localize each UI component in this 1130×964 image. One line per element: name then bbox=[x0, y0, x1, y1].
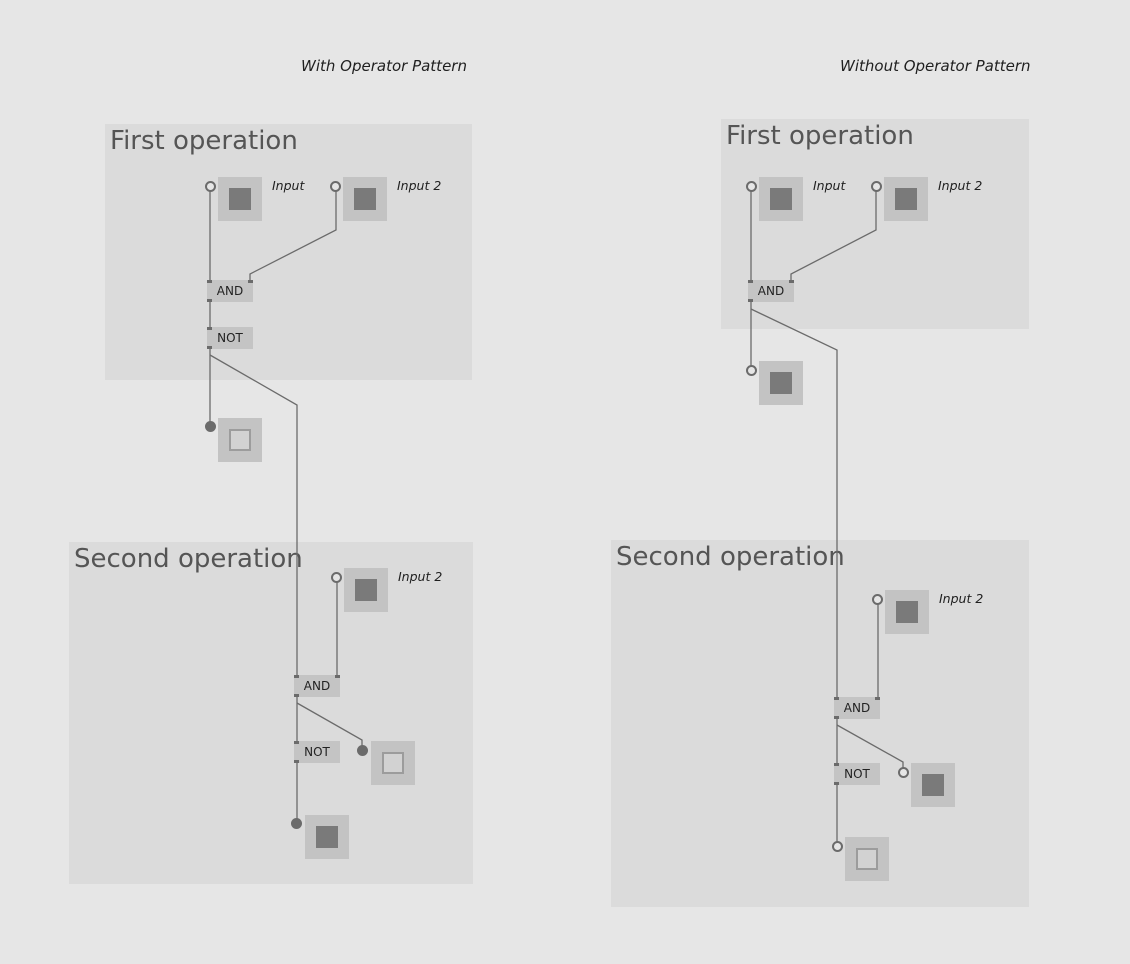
right-second-input2-label: Input 2 bbox=[939, 591, 984, 606]
left-first-output-port[interactable] bbox=[205, 421, 216, 432]
right-second-operation-group[interactable]: Second operation bbox=[611, 540, 1029, 907]
right-second-operation-title: Second operation bbox=[616, 542, 845, 572]
left-input2-port[interactable] bbox=[330, 181, 341, 192]
left-second-side-indicator bbox=[382, 752, 404, 774]
wire-left-not-to-second-and bbox=[209, 354, 298, 676]
right-second-not-gate[interactable]: NOT bbox=[834, 763, 880, 785]
left-input2-label: Input 2 bbox=[397, 178, 442, 193]
right-and-label: AND bbox=[757, 284, 785, 298]
left-second-not-gate[interactable]: NOT bbox=[294, 741, 340, 763]
left-second-side-port[interactable] bbox=[357, 745, 368, 756]
left-second-output-display bbox=[305, 815, 349, 859]
wire-right-and-to-second-and bbox=[750, 308, 838, 698]
left-second-input2-label: Input 2 bbox=[398, 569, 443, 584]
right-second-and-pin-in2 bbox=[875, 697, 880, 700]
left-and-gate[interactable]: AND bbox=[207, 280, 253, 302]
left-not-gate[interactable]: NOT bbox=[207, 327, 253, 349]
right-and-pin-in1 bbox=[748, 280, 753, 283]
left-second-and-gate[interactable]: AND bbox=[294, 675, 340, 697]
left-second-side-display bbox=[371, 741, 415, 785]
left-and-label: AND bbox=[216, 284, 244, 298]
right-second-side-indicator bbox=[922, 774, 944, 796]
left-second-and-pin-in1 bbox=[294, 675, 299, 678]
right-second-and-gate[interactable]: AND bbox=[834, 697, 880, 719]
left-second-output-indicator bbox=[316, 826, 338, 848]
right-input1-toggle[interactable] bbox=[759, 177, 803, 221]
left-input1-indicator bbox=[229, 188, 251, 210]
left-first-operation-title: First operation bbox=[110, 126, 298, 156]
left-second-operation-group[interactable]: Second operation bbox=[69, 542, 473, 884]
right-second-not-pin-in bbox=[834, 763, 839, 766]
right-first-output-display bbox=[759, 361, 803, 405]
left-not-label: NOT bbox=[217, 331, 243, 345]
left-second-not-pin-out bbox=[294, 760, 299, 763]
right-second-side-display bbox=[911, 763, 955, 807]
left-second-input2-toggle[interactable] bbox=[344, 568, 388, 612]
left-input2-indicator bbox=[354, 188, 376, 210]
wire-right-input2-to-and bbox=[790, 186, 877, 282]
left-second-input2-indicator bbox=[355, 579, 377, 601]
left-second-operation-title: Second operation bbox=[74, 544, 303, 574]
right-and-pin-in2 bbox=[789, 280, 794, 283]
left-not-pin-out bbox=[207, 346, 212, 349]
left-second-and-pin-in2 bbox=[335, 675, 340, 678]
right-second-output-display bbox=[845, 837, 889, 881]
right-and-pin-out bbox=[748, 299, 753, 302]
left-input1-label: Input bbox=[272, 178, 305, 193]
left-second-and-label: AND bbox=[303, 679, 331, 693]
right-input1-label: Input bbox=[813, 178, 846, 193]
left-second-not-label: NOT bbox=[304, 745, 330, 759]
left-first-output-display bbox=[218, 418, 262, 462]
left-second-not-pin-in bbox=[294, 741, 299, 744]
right-input1-port[interactable] bbox=[746, 181, 757, 192]
right-second-not-label: NOT bbox=[844, 767, 870, 781]
right-and-gate[interactable]: AND bbox=[748, 280, 794, 302]
right-input2-toggle[interactable] bbox=[884, 177, 928, 221]
right-second-input2-port[interactable] bbox=[872, 594, 883, 605]
right-input2-indicator bbox=[895, 188, 917, 210]
caption-without-operator-pattern: Without Operator Pattern bbox=[840, 57, 1031, 75]
right-input2-port[interactable] bbox=[871, 181, 882, 192]
left-input1-port[interactable] bbox=[205, 181, 216, 192]
left-and-pin-in1 bbox=[207, 280, 212, 283]
right-first-output-port[interactable] bbox=[746, 365, 757, 376]
left-first-operation-group[interactable]: First operation bbox=[105, 124, 472, 380]
left-second-input2-port[interactable] bbox=[331, 572, 342, 583]
right-second-and-label: AND bbox=[843, 701, 871, 715]
right-first-operation-title: First operation bbox=[726, 121, 914, 151]
right-second-and-pin-out bbox=[834, 716, 839, 719]
wire-left-input2-to-and bbox=[249, 186, 337, 282]
left-first-output-indicator bbox=[229, 429, 251, 451]
left-second-output-port[interactable] bbox=[291, 818, 302, 829]
right-input2-label: Input 2 bbox=[938, 178, 983, 193]
right-second-input2-indicator bbox=[896, 601, 918, 623]
left-input2-toggle[interactable] bbox=[343, 177, 387, 221]
left-not-pin-in bbox=[207, 327, 212, 330]
left-and-pin-in2 bbox=[248, 280, 253, 283]
right-second-side-port[interactable] bbox=[898, 767, 909, 778]
left-second-and-pin-out bbox=[294, 694, 299, 697]
right-input1-indicator bbox=[770, 188, 792, 210]
right-first-output-indicator bbox=[770, 372, 792, 394]
left-input1-toggle[interactable] bbox=[218, 177, 262, 221]
right-second-and-pin-in1 bbox=[834, 697, 839, 700]
right-second-input2-toggle[interactable] bbox=[885, 590, 929, 634]
right-second-output-indicator bbox=[856, 848, 878, 870]
right-second-not-pin-out bbox=[834, 782, 839, 785]
caption-with-operator-pattern: With Operator Pattern bbox=[301, 57, 467, 75]
left-and-pin-out bbox=[207, 299, 212, 302]
right-second-output-port[interactable] bbox=[832, 841, 843, 852]
